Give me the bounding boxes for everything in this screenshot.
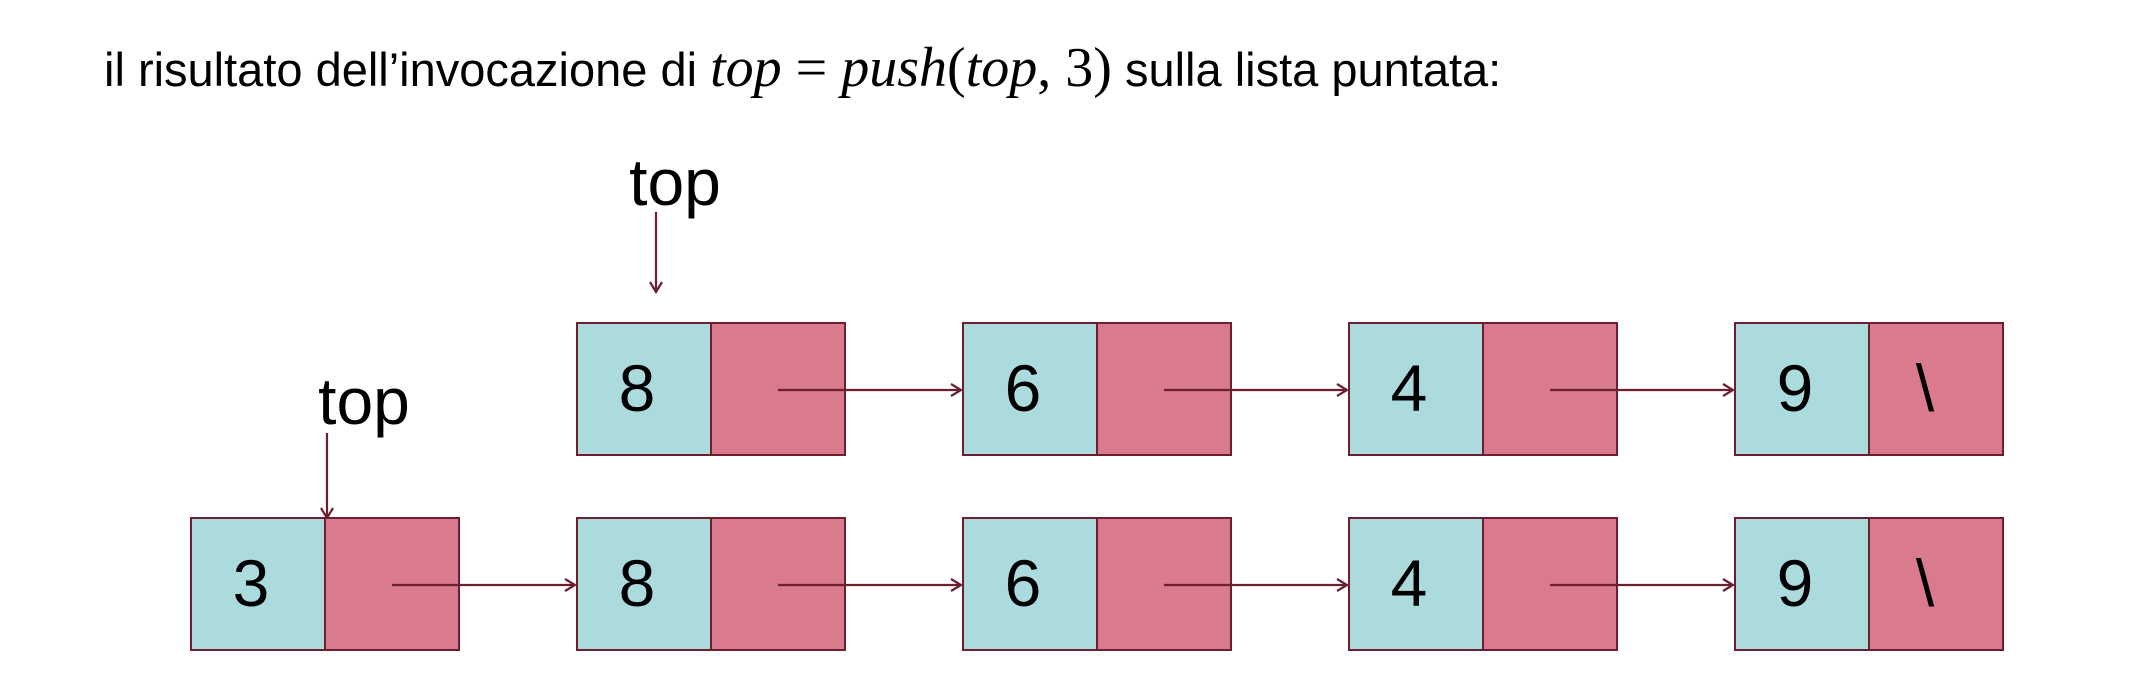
- formula-fn: push: [841, 37, 948, 99]
- list-node: 4: [1348, 322, 1736, 456]
- node-value-cell: [576, 517, 712, 651]
- formula-lhs: top: [710, 37, 782, 99]
- node-value-cell: [962, 322, 1098, 456]
- node-pointer-cell: [1868, 322, 2004, 456]
- list-node: 8: [576, 517, 964, 651]
- node-value: 4: [1391, 351, 1428, 425]
- formula-eq: =: [781, 37, 842, 99]
- null-pointer-mark: \: [1916, 546, 1935, 620]
- node-value-cell: [1348, 322, 1484, 456]
- caption: il risultato dell’invocazione di top = p…: [104, 40, 1501, 96]
- formula-comma: ,: [1037, 37, 1066, 99]
- list-node: 8: [576, 322, 964, 456]
- node-value: 9: [1777, 546, 1814, 620]
- list-node: 3: [190, 517, 578, 651]
- push-formula: top = push(top, 3): [710, 37, 1112, 99]
- list-node: 4: [1348, 517, 1736, 651]
- node-pointer-cell: [1868, 517, 2004, 651]
- formula-open: (: [947, 37, 966, 99]
- formula-arg2: 3: [1065, 37, 1094, 99]
- top-pointer-label: top: [318, 364, 410, 438]
- node-value: 3: [233, 546, 270, 620]
- list-node: 6: [962, 517, 1350, 651]
- formula-arg1: top: [965, 37, 1038, 99]
- list-node: 6: [962, 322, 1350, 456]
- node-value-cell: [1348, 517, 1484, 651]
- node-value: 6: [1005, 546, 1042, 620]
- node-value: 6: [1005, 351, 1042, 425]
- node-value: 9: [1777, 351, 1814, 425]
- caption-after: sulla lista puntata:: [1111, 43, 1502, 96]
- node-value-cell: [1734, 517, 1870, 651]
- null-pointer-mark: \: [1916, 351, 1935, 425]
- node-value: 8: [619, 351, 656, 425]
- formula-close: ): [1093, 37, 1112, 99]
- node-value-cell: [190, 517, 326, 651]
- node-value: 4: [1391, 546, 1428, 620]
- node-value-cell: [1734, 322, 1870, 456]
- caption-before: il risultato dell’invocazione di: [104, 43, 711, 96]
- list-node: 9\: [1734, 322, 2004, 456]
- node-value: 8: [619, 546, 656, 620]
- top-pointer-label: top: [629, 145, 721, 219]
- node-value-cell: [962, 517, 1098, 651]
- list-node: 9\: [1734, 517, 2004, 651]
